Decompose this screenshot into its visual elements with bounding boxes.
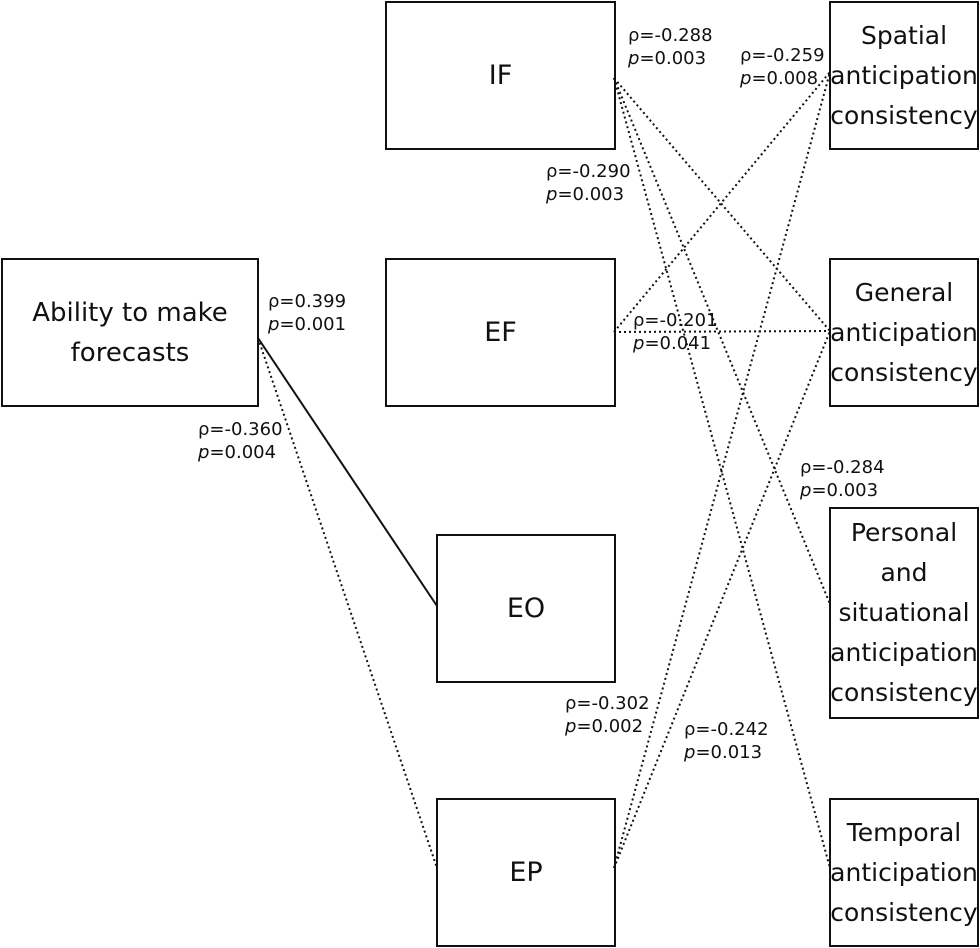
p-value: =0.003 xyxy=(557,184,625,205)
p-value: =0.004 xyxy=(209,442,277,463)
node-label: Ability to make forecasts xyxy=(32,297,228,368)
node-if: IF xyxy=(385,1,616,150)
node-spatial-anticipation-consistency: Spatial anticipation consistency xyxy=(829,1,979,150)
p-symbol: p xyxy=(565,716,577,737)
node-ability-to-make-forecasts: Ability to make forecasts xyxy=(1,258,259,407)
node-label: EP xyxy=(509,857,543,888)
p-symbol: p xyxy=(546,184,558,205)
p-symbol: p xyxy=(633,333,645,354)
node-label: Temporal anticipation consistency xyxy=(830,817,978,927)
rho-value: ρ=-0.284 xyxy=(800,457,885,478)
node-label: EF xyxy=(484,317,517,348)
rho-value: ρ=-0.290 xyxy=(546,161,631,182)
p-symbol: p xyxy=(628,48,640,69)
link-if-temporal xyxy=(613,77,831,869)
node-ep: EP xyxy=(436,798,616,947)
label-ep-general: ρ=-0.242 p=0.013 xyxy=(684,718,769,764)
p-value: =0.041 xyxy=(644,333,712,354)
node-temporal-anticipation-consistency: Temporal anticipation consistency xyxy=(829,798,979,947)
node-label: General anticipation consistency xyxy=(830,277,978,387)
link-if-general xyxy=(613,77,831,332)
rho-value: ρ=-0.242 xyxy=(684,719,769,740)
link-ep-general xyxy=(613,330,831,869)
p-symbol: p xyxy=(198,442,210,463)
label-ability-ep: ρ=-0.360 p=0.004 xyxy=(198,418,283,464)
label-ep-spatial: ρ=-0.302 p=0.002 xyxy=(565,692,650,738)
node-personal-situational-anticipation-consistency: Personal and situational anticipation co… xyxy=(829,507,979,719)
rho-value: ρ=-0.201 xyxy=(633,310,718,331)
link-ef-general xyxy=(613,330,831,333)
p-symbol: p xyxy=(684,742,696,763)
label-ability-eo: ρ=0.399 p=0.001 xyxy=(268,290,346,336)
node-label: Personal and situational anticipation co… xyxy=(830,518,978,707)
rho-value: ρ=-0.259 xyxy=(740,45,825,66)
p-value: =0.003 xyxy=(639,48,707,69)
node-general-anticipation-consistency: General anticipation consistency xyxy=(829,258,979,407)
rho-value: ρ=-0.302 xyxy=(565,693,650,714)
node-ef: EF xyxy=(385,258,616,407)
rho-value: ρ=-0.360 xyxy=(198,419,283,440)
p-value: =0.003 xyxy=(811,480,879,501)
link-ability-eo xyxy=(257,337,438,607)
link-ef-spatial xyxy=(613,71,831,333)
node-label: IF xyxy=(488,60,513,91)
p-symbol: p xyxy=(800,480,812,501)
label-if-personal: ρ=-0.284 p=0.003 xyxy=(800,456,885,502)
node-eo: EO xyxy=(436,534,616,683)
label-if-temporal: ρ=-0.290 p=0.003 xyxy=(546,160,631,206)
label-if-general: ρ=-0.288 p=0.003 xyxy=(628,24,713,70)
rho-value: ρ=-0.288 xyxy=(628,25,713,46)
p-symbol: p xyxy=(740,68,752,89)
node-label: Spatial anticipation consistency xyxy=(830,20,978,130)
link-ability-ep xyxy=(257,337,438,869)
rho-value: ρ=0.399 xyxy=(268,291,347,312)
label-ef-spatial: ρ=-0.259 p=0.008 xyxy=(740,44,825,90)
p-value: =0.001 xyxy=(279,314,347,335)
p-value: =0.002 xyxy=(576,716,644,737)
p-symbol: p xyxy=(268,314,280,335)
label-ef-general: ρ=-0.201 p=0.041 xyxy=(633,309,718,355)
p-value: =0.008 xyxy=(751,68,819,89)
node-label: EO xyxy=(506,593,546,624)
p-value: =0.013 xyxy=(695,742,763,763)
